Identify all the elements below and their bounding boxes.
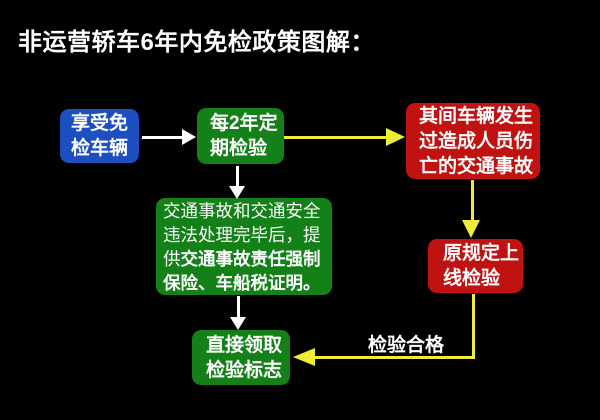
arrow-biennial-to-handling (236, 166, 239, 187)
arrow-handling-to-receive (237, 296, 240, 318)
node-text-line: 保险、车船税证明。 (163, 271, 332, 295)
node-text-line: 过造成人员伤 (419, 130, 534, 152)
node-text-segment-bold: 保险、车船税证明。 (163, 272, 321, 293)
node-text-line: 原规定上 (443, 243, 520, 264)
arrow-down-icon (230, 317, 246, 330)
connector-online-to-receive-horizontal (315, 356, 475, 359)
node-text-line: 线检验 (443, 268, 501, 289)
node-text-line: 其间车辆发生 (419, 105, 534, 127)
node-text-line: 亡的交通事故 (419, 155, 534, 177)
node-accident-handling: 交通事故和交通安全 违法处理完毕后，提 供交通事故责任强制 保险、车船税证明。 (156, 198, 332, 295)
arrow-down-icon (229, 186, 245, 199)
edge-label-pass: 检验合格 (368, 335, 445, 356)
arrow-right-icon (386, 128, 405, 146)
arrow-exempt-to-biennial (142, 136, 183, 139)
arrow-left-icon (293, 348, 315, 366)
connector-online-to-receive-vertical (472, 294, 475, 359)
node-text-segment: 供 (163, 248, 181, 269)
node-text-line: 违法处理完毕后，提 (163, 224, 321, 245)
arrow-accident-to-online (471, 180, 474, 221)
node-receive-sticker: 直接领取 检验标志 (192, 330, 290, 385)
node-text-line: 供交通事故责任强制 (163, 247, 332, 271)
node-online-inspection: 原规定上 线检验 (428, 239, 523, 293)
node-text-segment-bold: 交通事故责任强制 (180, 248, 321, 269)
arrow-down-icon (462, 220, 480, 238)
node-biennial-inspection: 每2年定 期检验 (197, 108, 284, 164)
node-text-line: 检验标志 (206, 359, 283, 381)
node-text-line: 享受免 (70, 113, 128, 134)
node-injury-accident: 其间车辆发生 过造成人员伤 亡的交通事故 (406, 103, 540, 179)
node-text-line: 期检验 (210, 138, 268, 159)
node-text-line: 每2年定 (210, 113, 278, 134)
page-title: 非运营轿车6年内免检政策图解： (18, 29, 375, 56)
arrow-right-icon (182, 129, 196, 145)
arrow-biennial-to-accident (284, 136, 387, 139)
node-text-line: 检车辆 (70, 138, 128, 159)
node-exempt-vehicles: 享受免 检车辆 (60, 109, 139, 163)
node-text-line: 直接领取 (206, 334, 283, 356)
node-text-line: 交通事故和交通安全 (163, 200, 321, 221)
